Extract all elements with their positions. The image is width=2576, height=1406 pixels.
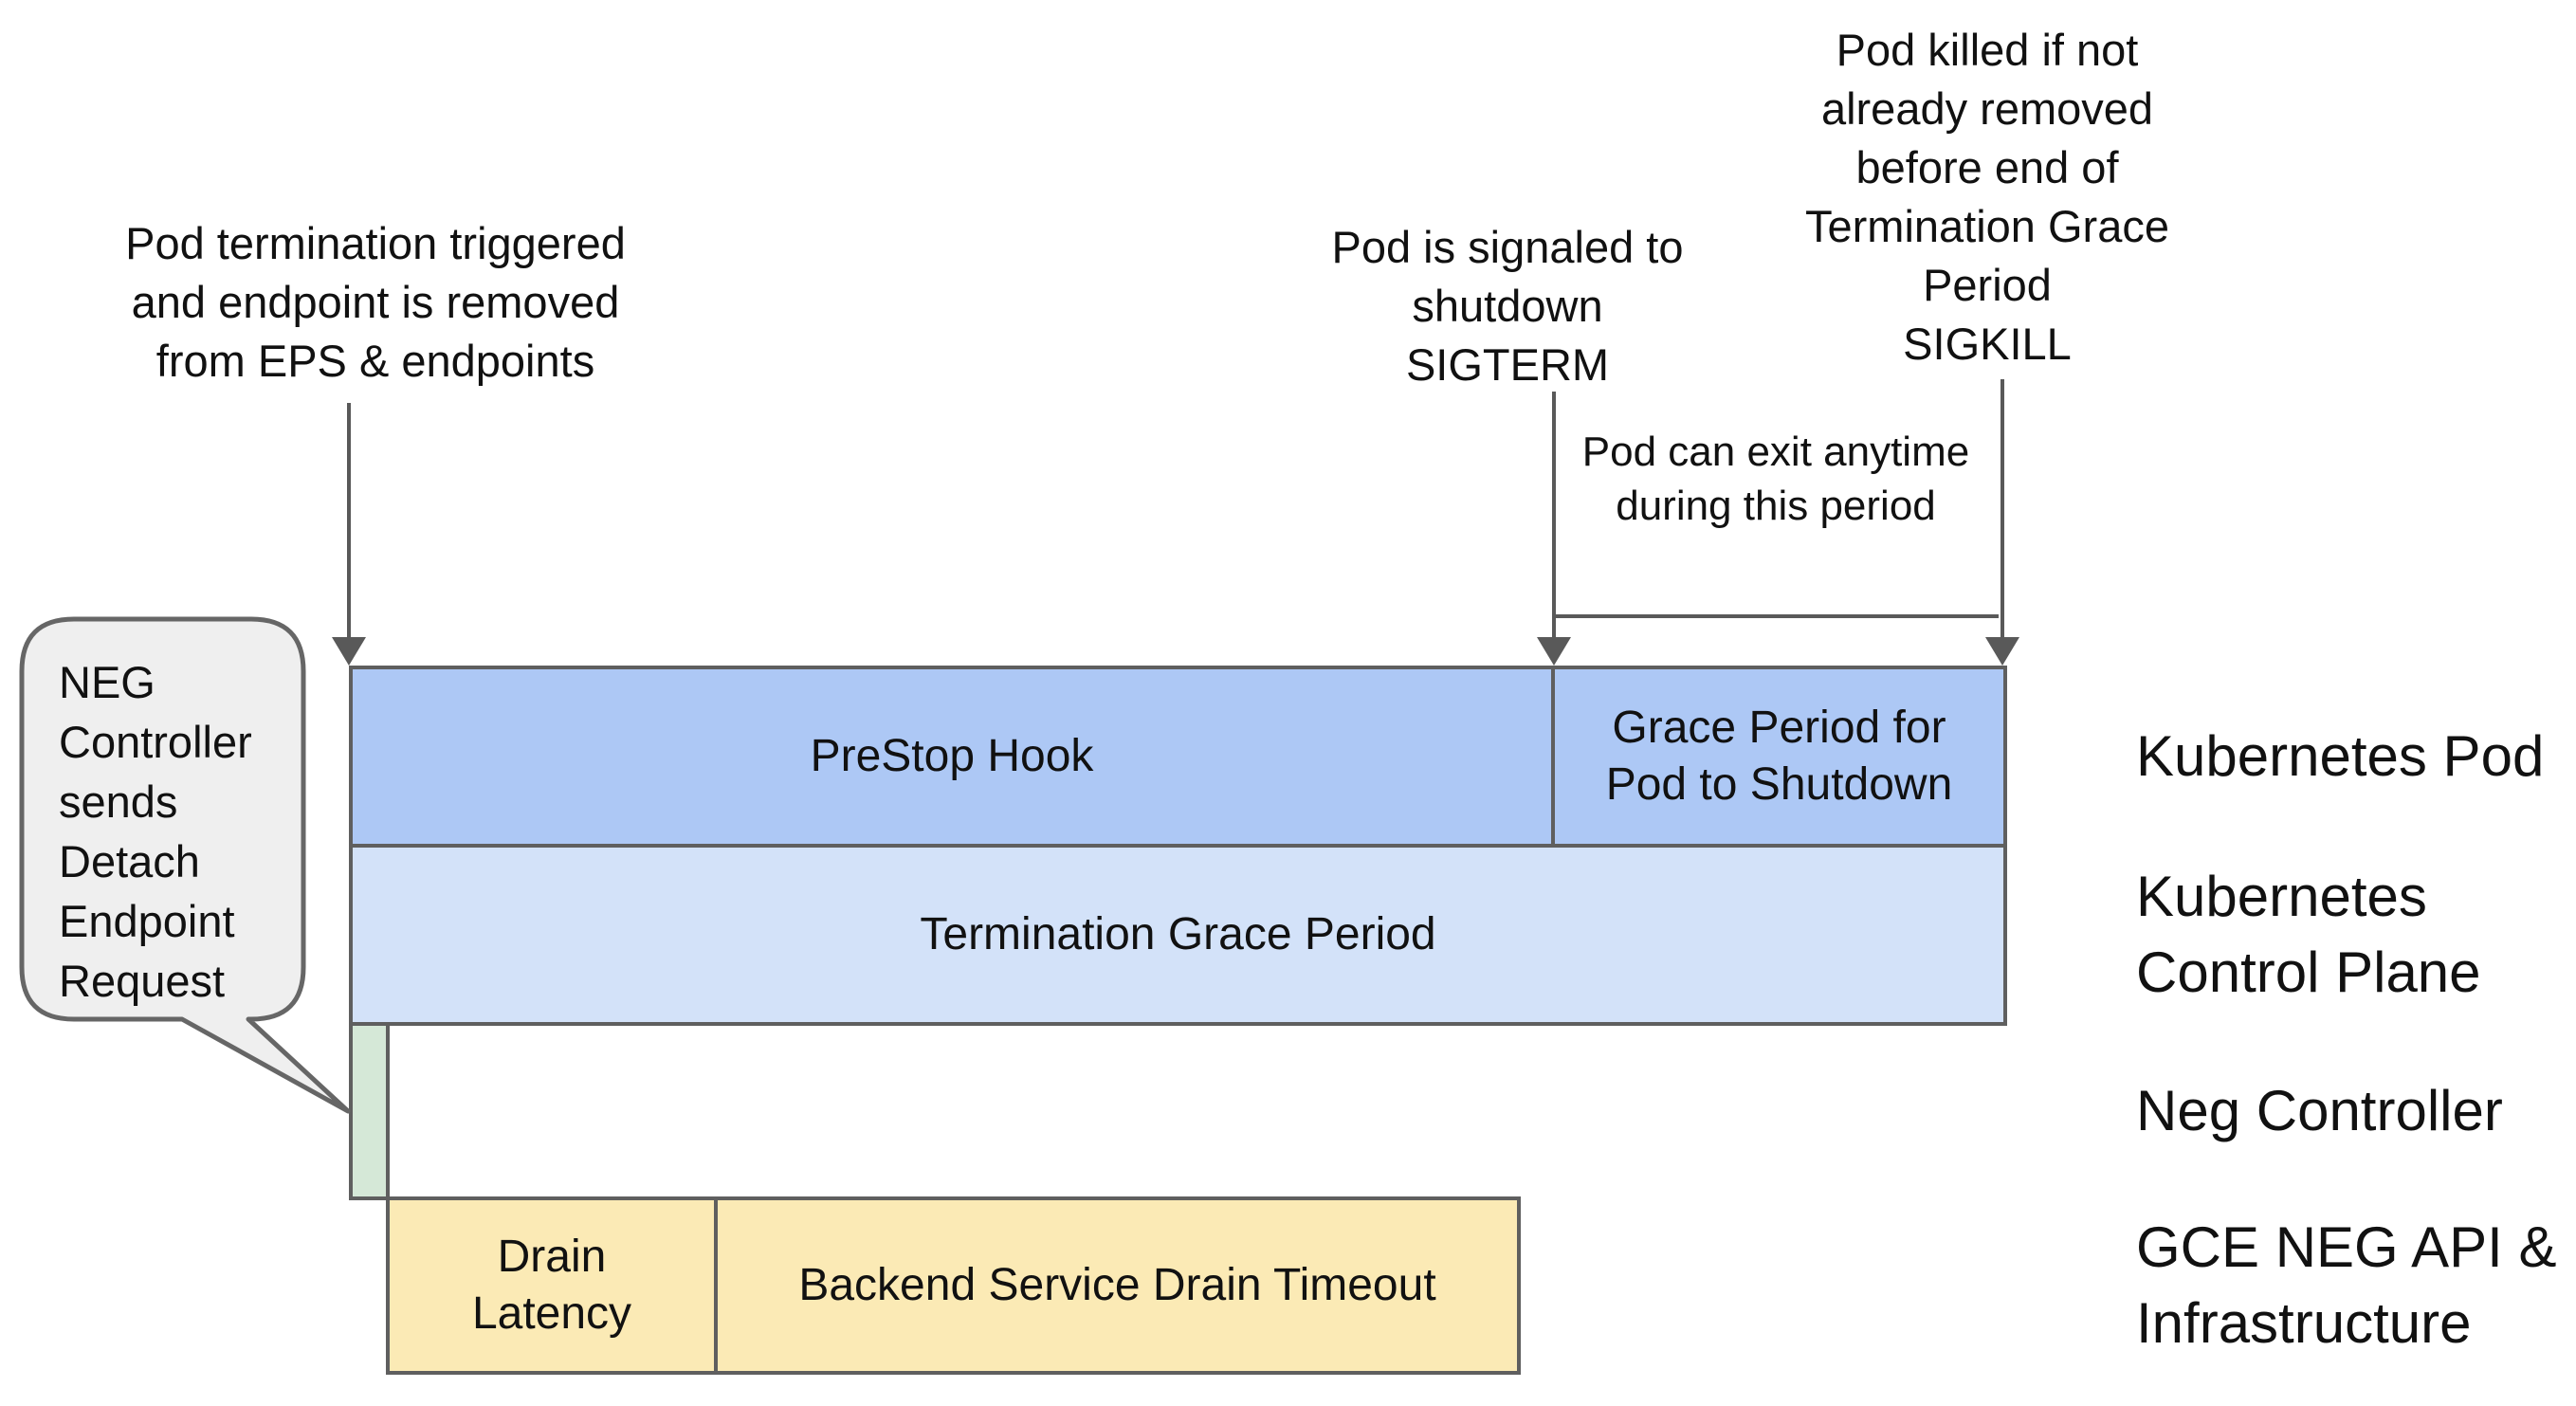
backend-service-drain-timeout-label: Backend Service Drain Timeout	[798, 1260, 1436, 1310]
annotation-pod-termination: Pod termination triggered and endpoint i…	[125, 218, 626, 386]
sigkill-arrowhead-icon	[1985, 637, 2019, 666]
row-label-gce-neg-api: GCE NEG API & Infrastructure	[2136, 1215, 2557, 1355]
prestop-hook-bar: PreStop Hook	[349, 666, 1555, 848]
drain-latency-bar: Drain Latency	[386, 1196, 718, 1375]
backend-service-drain-timeout-bar: Backend Service Drain Timeout	[714, 1196, 1521, 1375]
neg-detach-bar	[349, 1022, 390, 1200]
annotation-sigterm: Pod is signaled to shutdown SIGTERM	[1331, 222, 1684, 390]
termination-grace-period-bar: Termination Grace Period	[349, 844, 2007, 1026]
termination-grace-period-label: Termination Grace Period	[920, 909, 1436, 959]
drain-latency-label: Drain Latency	[471, 1232, 632, 1339]
row-label-kubernetes-pod: Kubernetes Pod	[2136, 724, 2545, 788]
grace-period-label: Grace Period for Pod to Shutdown	[1605, 703, 1953, 810]
pod-termination-arrowhead-icon	[332, 637, 366, 666]
prestop-hook-label: PreStop Hook	[810, 731, 1094, 781]
sigterm-arrowhead-icon	[1537, 637, 1571, 666]
annotation-pod-can-exit: Pod can exit anytime during this period	[1581, 429, 1970, 529]
speech-bubble-text: NEG Controller sends Detach Endpoint Req…	[59, 657, 252, 1006]
row-label-neg-controller: Neg Controller	[2136, 1079, 2503, 1142]
row-label-kubernetes-control-plane: Kubernetes Control Plane	[2136, 865, 2481, 1004]
annotation-sigkill: Pod killed if not already removed before…	[1805, 25, 2169, 369]
speech-bubble	[19, 616, 351, 1114]
